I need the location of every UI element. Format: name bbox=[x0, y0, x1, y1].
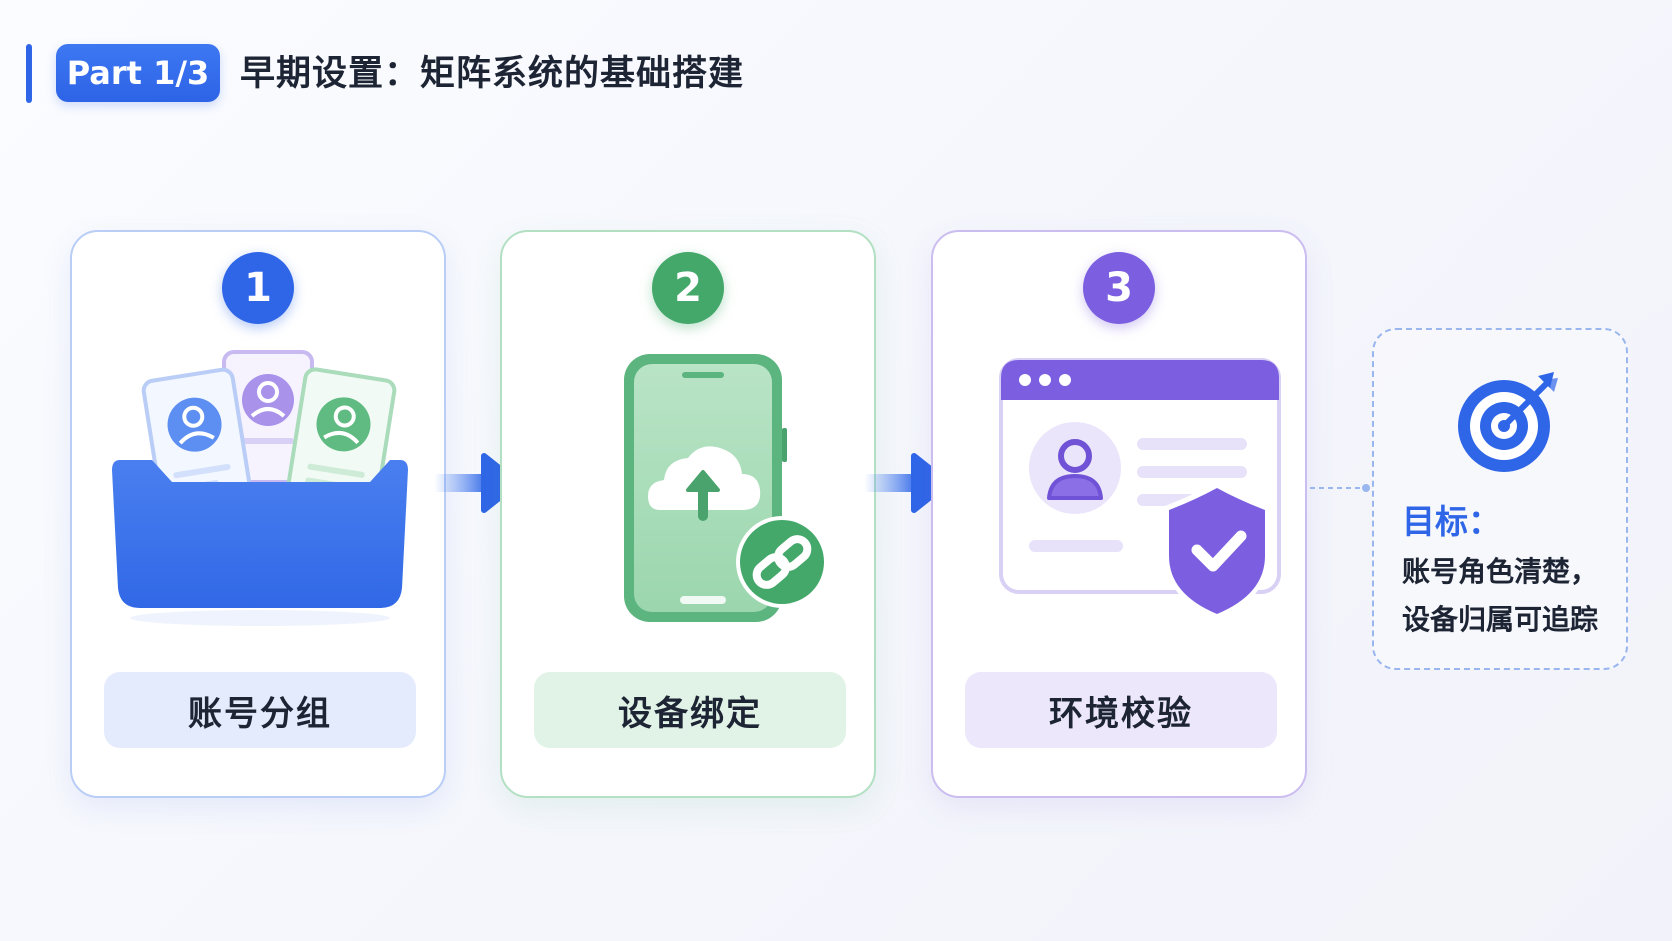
step-card-3: 3 环境校验 bbox=[931, 230, 1307, 798]
phone-cloud-upload-link-icon bbox=[624, 354, 828, 622]
goal-connector bbox=[1310, 484, 1370, 492]
goal-heading: 目标： bbox=[1402, 502, 1501, 541]
title-accent-bar bbox=[26, 44, 32, 103]
browser-profile-shield-check-icon bbox=[999, 358, 1281, 620]
step-label-3: 环境校验 bbox=[965, 672, 1277, 748]
goal-box: 目标： 账号角色清楚， 设备归属可追踪 bbox=[1372, 328, 1628, 670]
step-number-1: 1 bbox=[222, 252, 294, 324]
step-card-2: 2 设备绑定 bbox=[500, 230, 876, 798]
goal-text-line-2: 设备归属可追踪 bbox=[1402, 603, 1599, 636]
goal-text-line-1: 账号角色清楚， bbox=[1402, 555, 1599, 588]
step-number-2: 2 bbox=[652, 252, 724, 324]
step-card-1: 1 bbox=[70, 230, 446, 798]
account-folder-icon bbox=[112, 350, 408, 626]
page-title: 早期设置：矩阵系统的基础搭建 bbox=[240, 54, 745, 94]
part-badge: Part 1/3 bbox=[56, 44, 220, 102]
step-label-1: 账号分组 bbox=[104, 672, 416, 748]
step-number-3: 3 bbox=[1083, 252, 1155, 324]
step-label-2: 设备绑定 bbox=[534, 672, 846, 748]
target-icon bbox=[1458, 372, 1558, 472]
